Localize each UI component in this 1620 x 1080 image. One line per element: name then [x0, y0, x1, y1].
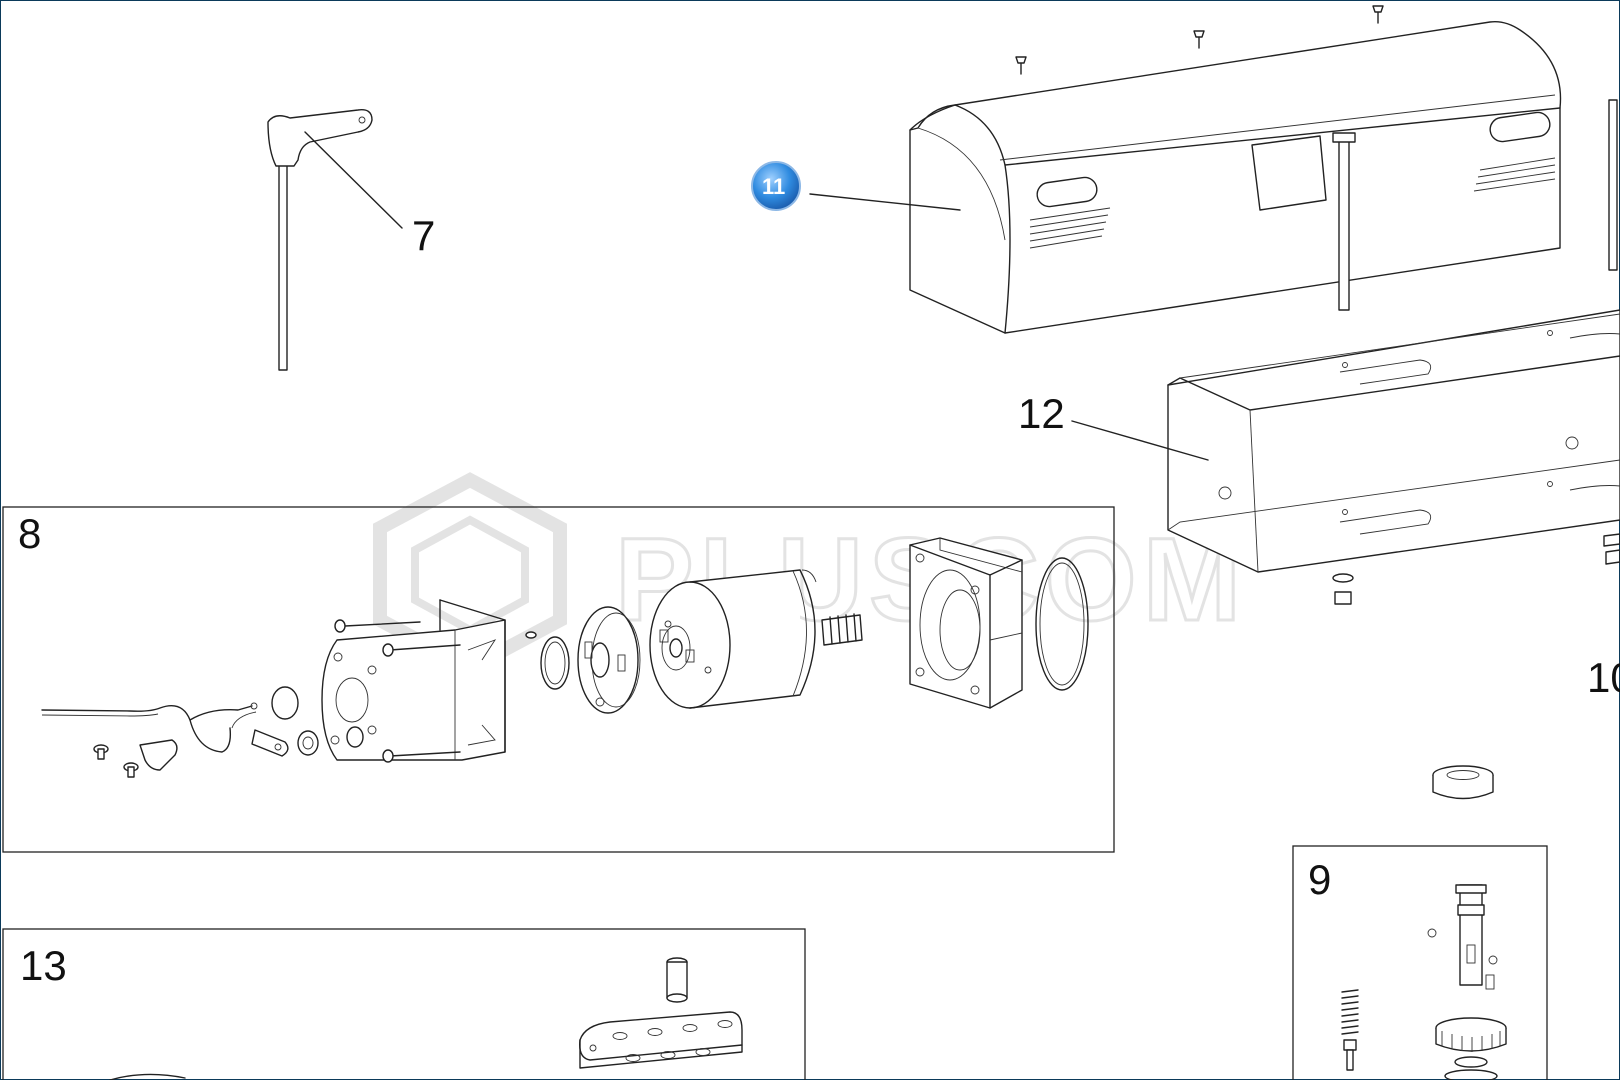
watermark: PLUSCOM: [373, 472, 1243, 676]
part-8-label: 8: [18, 510, 41, 557]
part-11-badge: [751, 161, 801, 211]
part-11-cover: 11: [751, 5, 1618, 334]
part-8-panel: 8: [2, 506, 1115, 853]
motor-wires: [41, 702, 258, 753]
bearing: [1432, 765, 1494, 800]
right-edge-fragments: 10: [1587, 533, 1620, 701]
part-7-leader: [304, 131, 403, 229]
part-9-panel: 9: [1292, 845, 1548, 1080]
part-9-label: 9: [1308, 856, 1331, 903]
part-7-label: 7: [412, 212, 435, 259]
part-10-label: 10: [1587, 654, 1620, 701]
part-11-leader: [809, 193, 961, 211]
part-12-base-bracket: 12: [1018, 309, 1620, 605]
part-12-label: 12: [1018, 390, 1065, 437]
cover-screws: [1015, 5, 1384, 75]
part-13-label: 13: [20, 942, 67, 989]
part-13-panel: 13: [2, 928, 806, 1080]
part-11-badge-number: 11: [762, 174, 785, 199]
part-7-hex-key: 7: [267, 109, 435, 371]
part-12-leader: [1071, 420, 1209, 461]
